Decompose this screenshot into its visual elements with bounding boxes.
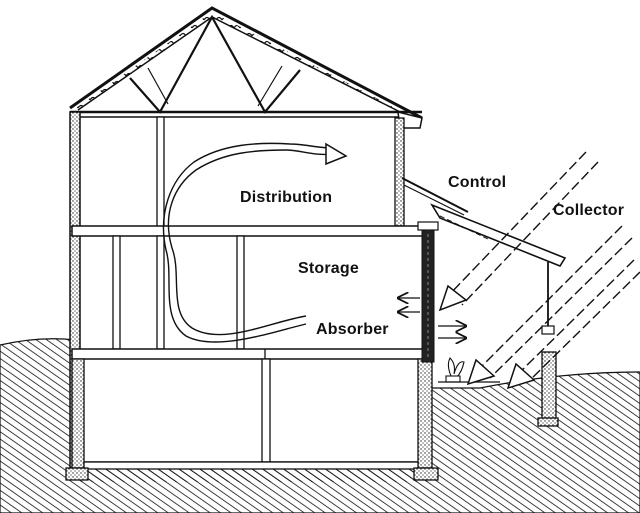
- house-structure: [65, 111, 439, 481]
- air-flow-arrowhead: [325, 142, 348, 166]
- air-flow-loop: [162, 142, 333, 343]
- radiant-heat-arrows: [398, 298, 466, 338]
- label-collector: Collector: [553, 202, 625, 219]
- label-distribution: Distribution: [240, 189, 333, 206]
- sunspace-collector: [401, 177, 567, 427]
- label-control: Control: [448, 174, 507, 191]
- sun-rays: [447, 151, 640, 383]
- absorber-wall: [417, 221, 439, 363]
- roof-truss: [69, 6, 423, 129]
- label-storage: Storage: [298, 260, 359, 277]
- ray-arrowheads: [438, 284, 536, 390]
- label-absorber: Absorber: [316, 321, 389, 338]
